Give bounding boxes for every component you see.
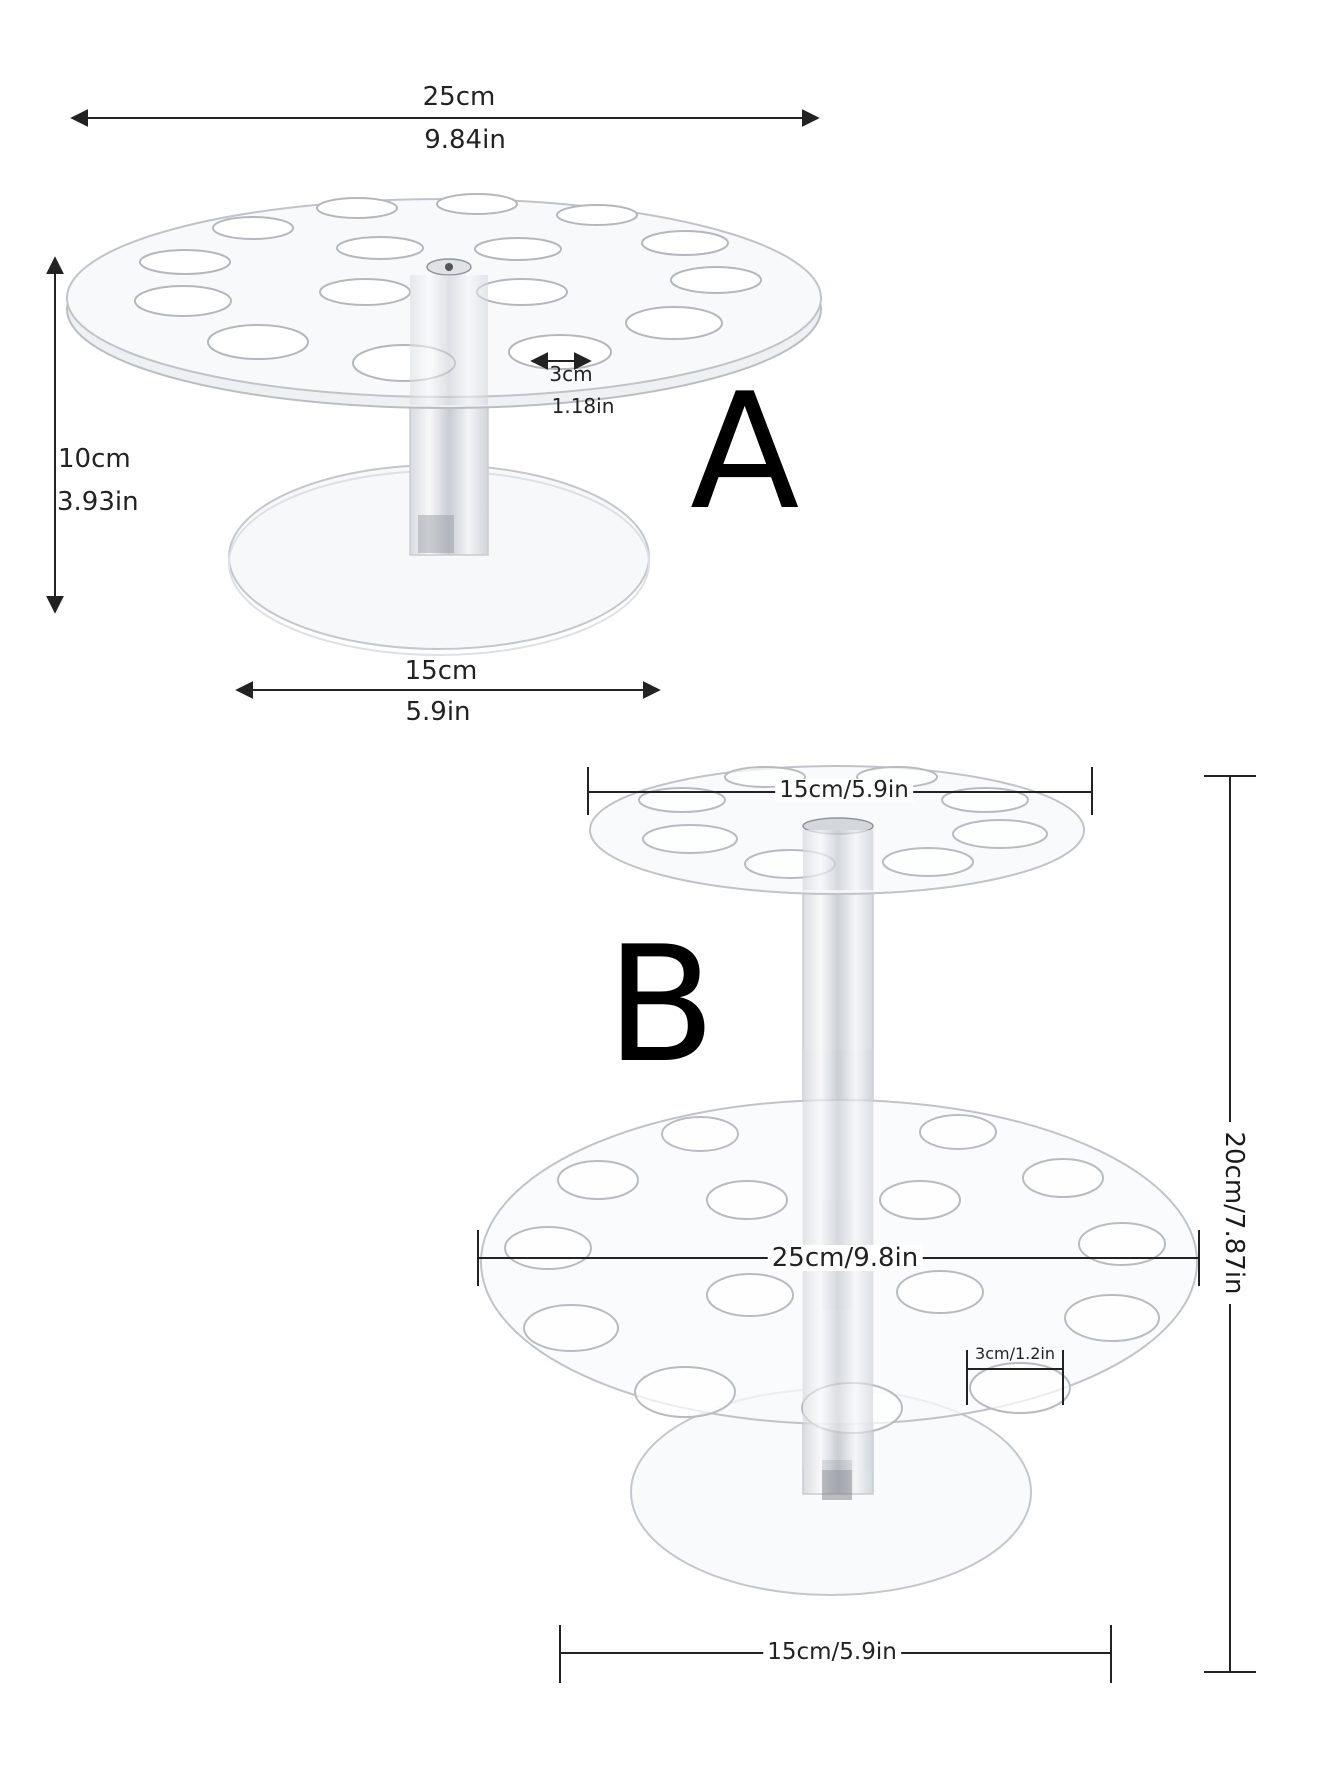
a-hole-in: 1.18in <box>551 394 615 418</box>
product-a-letter: A <box>690 358 800 545</box>
a-top-diameter-in: 9.84in <box>424 125 506 155</box>
b-bottom-tier-diameter: 25cm/9.8in <box>767 1245 923 1271</box>
b-hole-diameter: 3cm/1.2in <box>975 1344 1055 1363</box>
a-height-cm: 10cm <box>58 444 131 474</box>
stand-b-upper-holes <box>638 766 1048 879</box>
a-base-diameter-cm: 15cm <box>404 656 478 686</box>
b-total-height: 20cm/7.87in <box>1219 1122 1249 1304</box>
a-base-diameter-in: 5.9in <box>405 697 471 727</box>
stand-a-dimension-lines <box>46 109 820 699</box>
b-base-diameter: 15cm/5.9in <box>763 1641 901 1664</box>
b-top-tier-diameter: 15cm/5.9in <box>775 779 913 802</box>
stand-b-drawing <box>480 765 1198 1596</box>
a-hole-cm: 3cm <box>549 362 593 386</box>
stand-a-drawing <box>66 193 822 656</box>
a-height-in: 3.93in <box>57 487 139 517</box>
product-b-letter: B <box>606 911 716 1098</box>
a-top-diameter-cm: 25cm <box>422 82 496 112</box>
